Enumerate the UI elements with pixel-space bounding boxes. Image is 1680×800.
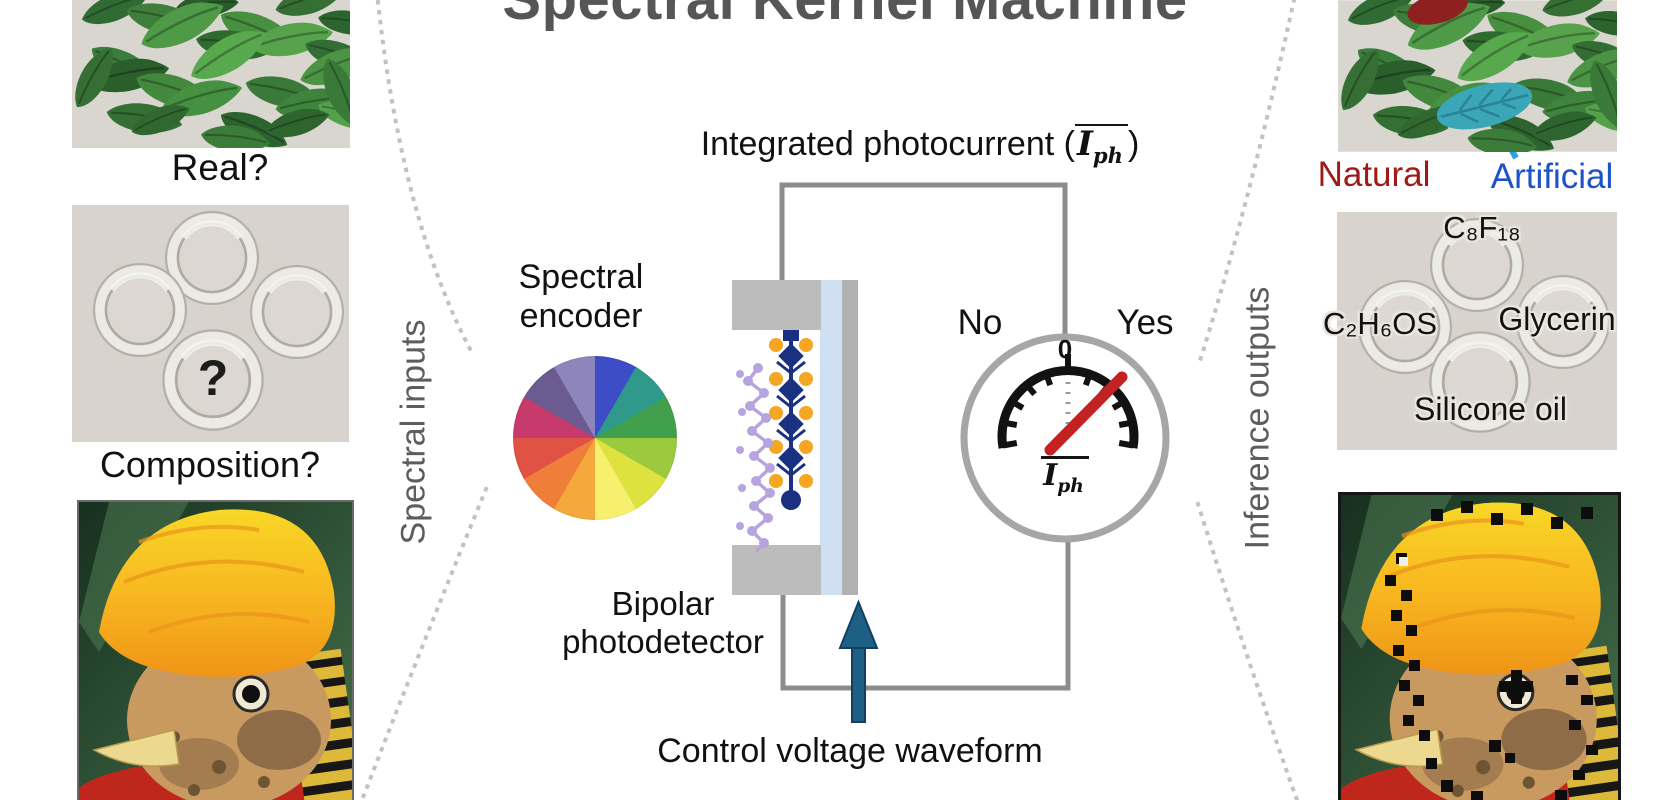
output-funnel-line-top (1195, 0, 1297, 370)
control-voltage-waveform-label: Control voltage waveform (657, 732, 1043, 770)
artificial-leaf-highlight (1436, 82, 1533, 130)
gauge-iph-subscript: ph (1057, 476, 1084, 497)
spectral-inputs-label: Spectral inputs (394, 319, 433, 545)
output-funnel-line-bottom (1195, 501, 1300, 800)
wire-bottom (780, 540, 1071, 691)
device-blue-layer (820, 280, 842, 595)
bird-photo (77, 500, 354, 800)
wire-top (779, 182, 1068, 336)
bipolar-photodetector-device (732, 280, 858, 595)
gauge-iph-symbol: I (1043, 458, 1058, 493)
spectral-encoder-wheel (513, 356, 677, 520)
photocurrent-subscript: ph (1092, 142, 1123, 168)
composition-caption: Composition? (99, 444, 321, 485)
photocurrent-label-suffix: ) (1127, 125, 1140, 163)
integrated-photocurrent-label: Integrated photocurrent (Iph) (660, 124, 1180, 167)
photocurrent-label-prefix: Integrated photocurrent ( (700, 125, 1075, 163)
donor-polymer-chain (736, 363, 775, 554)
natural-label: Natural (1317, 155, 1431, 194)
natural-leaf-highlight (1407, 0, 1468, 25)
reconstructed-bird-photo (1338, 492, 1621, 800)
pixelated-eye-cross (1499, 670, 1533, 704)
readout-gauge-icon (960, 333, 1170, 543)
real-caption: Real? (171, 147, 269, 188)
device-bottom-electrode (732, 545, 821, 595)
gauge-needle (1044, 371, 1128, 456)
spectral-encoder-label: Spectral encoder (478, 258, 684, 336)
inference-outputs-label: Inference outputs (1238, 286, 1277, 550)
acceptor-molecule-chain (769, 330, 813, 510)
pixel-artifacts (1385, 501, 1598, 800)
chemical-label-glycerin: Glycerin (1498, 301, 1616, 337)
gauge-ticks (1002, 354, 1134, 449)
figure-title: Spectral Kernel Machine (490, 0, 1200, 33)
gauge-iph-label: Iph (1022, 456, 1108, 497)
classified-leaves-photo (1338, 0, 1617, 152)
photocurrent-symbol: I (1076, 124, 1093, 164)
detector-label-line2: photodetector (562, 623, 764, 660)
unknown-dishes-photo (72, 205, 349, 442)
chemical-label-c8f18: C₈F₁₈ (1443, 210, 1521, 245)
gauge-yes-label: Yes (1116, 303, 1174, 342)
input-funnel-line-top (375, 0, 474, 354)
gauge-zero-label: 0 (1057, 334, 1073, 364)
gauge-arc (997, 366, 1139, 449)
detector-label-line1: Bipolar (611, 585, 715, 622)
device-substrate-bar (842, 280, 858, 595)
bipolar-photodetector-label: Bipolar photodetector (543, 585, 783, 661)
control-voltage-arrow-icon (838, 599, 879, 723)
chemical-label-silicone-oil: Silicone oil (1414, 391, 1567, 427)
gauge-no-label: No (957, 303, 1003, 342)
spectral-encoder-label-line2: encoder (519, 297, 643, 335)
pixel-artifact-white (1399, 557, 1408, 566)
unknown-dish-question-mark: ? (197, 350, 229, 406)
input-funnel-line-bottom (359, 486, 489, 800)
chemical-label-c2h6os: C₂H₆OS (1322, 306, 1438, 341)
spectral-encoder-label-line1: Spectral (518, 258, 644, 296)
labeled-dishes-photo (1337, 212, 1617, 450)
artificial-label: Artificial (1490, 157, 1614, 196)
device-top-electrode (732, 280, 821, 330)
